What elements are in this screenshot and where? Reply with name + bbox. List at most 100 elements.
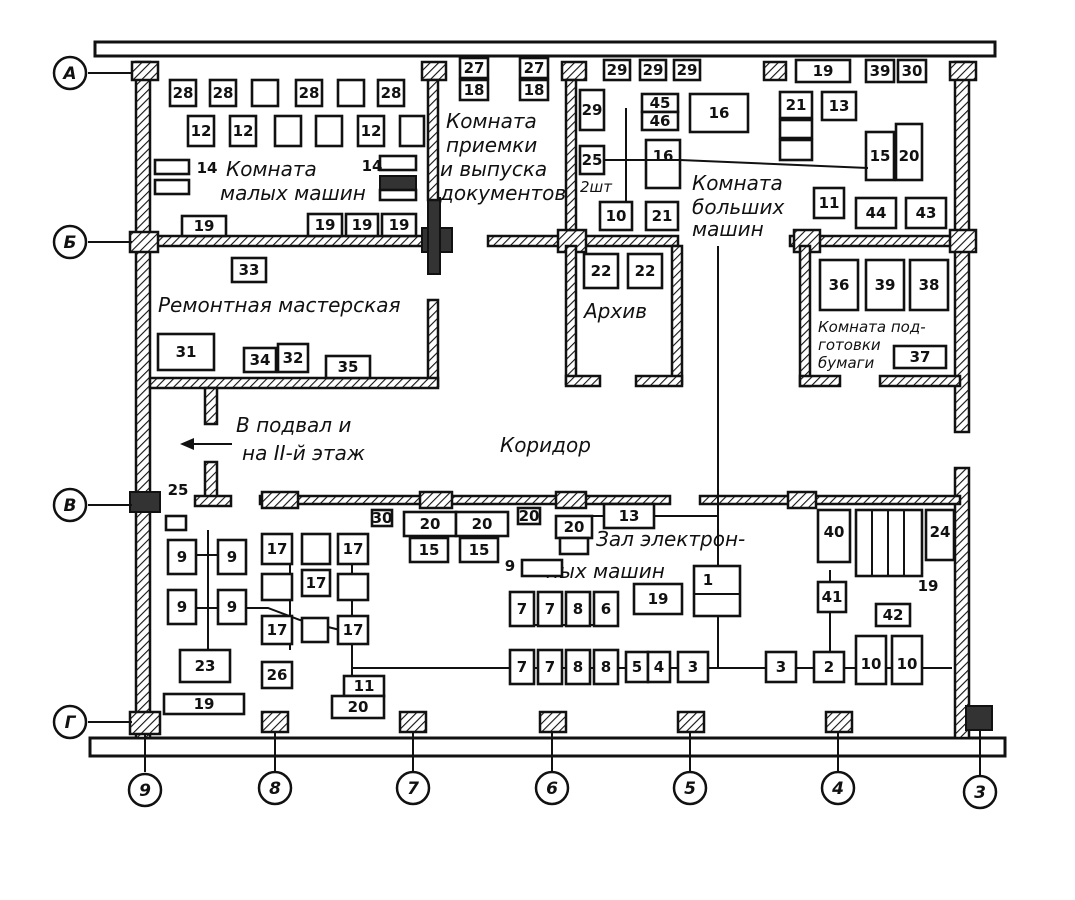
box-38 <box>908 258 950 312</box>
label-docs-3: и выпуска <box>440 157 547 181</box>
svg-text:23: 23 <box>195 657 216 675</box>
column-g-8 <box>260 710 290 734</box>
label-docs-2: приемки <box>446 133 537 157</box>
label-large-3: машин <box>692 217 764 241</box>
label-paper-1: Комната под- <box>818 318 926 336</box>
svg-text:44: 44 <box>866 204 887 222</box>
box-39-top <box>864 58 896 84</box>
svg-text:18: 18 <box>464 81 485 99</box>
box-34 <box>242 346 278 374</box>
column-a-mid3 <box>762 60 788 82</box>
svg-text:28: 28 <box>213 84 234 102</box>
label-docs-1: Комната <box>446 109 537 133</box>
svg-text:19: 19 <box>648 590 669 608</box>
box-18-1 <box>458 78 490 102</box>
archive-left-wall <box>564 244 578 386</box>
box-29-1 <box>602 58 632 82</box>
box-19-big <box>794 58 852 84</box>
axis-label-6: 6 <box>546 779 558 799</box>
box-1 <box>692 564 742 618</box>
box-21-stack-b <box>778 118 814 140</box>
svg-text:9: 9 <box>227 598 237 616</box>
top-outer-wall <box>93 40 997 58</box>
box-44 <box>854 196 898 230</box>
wall-b-left <box>148 234 442 248</box>
bottom-outer-wall <box>88 736 1007 758</box>
svg-text:1: 1 <box>703 571 713 589</box>
svg-text:34: 34 <box>250 351 271 369</box>
svg-text:19: 19 <box>194 695 215 713</box>
label-large-1: Комната <box>692 171 783 195</box>
svg-text:10: 10 <box>606 207 627 225</box>
svg-text:13: 13 <box>619 507 640 525</box>
svg-text:14: 14 <box>362 157 383 175</box>
svg-text:36: 36 <box>829 276 850 294</box>
svg-text:24: 24 <box>930 523 951 541</box>
box-19-3 <box>344 212 380 238</box>
column-g-5 <box>676 710 706 734</box>
box-19-2 <box>306 212 344 238</box>
column-g-9 <box>128 710 162 736</box>
svg-text:13: 13 <box>829 97 850 115</box>
box-28-2 <box>208 78 238 108</box>
box-8-2 <box>564 648 592 686</box>
box-10-top <box>598 200 634 232</box>
box-17-5 <box>336 614 370 646</box>
column-b-3 <box>948 228 978 254</box>
svg-text:28: 28 <box>381 84 402 102</box>
box-9-4 <box>216 588 248 626</box>
column-g-4 <box>824 710 854 734</box>
svg-text:7: 7 <box>517 658 527 676</box>
svg-text:29: 29 <box>677 61 698 79</box>
axis-label-5: 5 <box>684 779 696 799</box>
svg-text:39: 39 <box>870 62 891 80</box>
cable-large-room-2 <box>604 159 869 169</box>
box-empty-17d <box>300 616 330 644</box>
axis-label-b: Б <box>64 233 77 253</box>
corridor-stub-base <box>193 494 233 508</box>
box-19-hall-left <box>162 692 246 716</box>
box-21-stack-c <box>778 138 814 162</box>
label-hall-2: ных машин <box>546 559 665 583</box>
box-17-3 <box>300 568 332 598</box>
box-27-1 <box>458 56 490 80</box>
column-g-7 <box>398 710 428 734</box>
svg-text:17: 17 <box>267 621 288 639</box>
box-28-3 <box>294 78 324 108</box>
box-12-1 <box>186 114 216 148</box>
svg-text:31: 31 <box>176 343 197 361</box>
svg-text:8: 8 <box>573 658 583 676</box>
box-18-2 <box>518 78 550 102</box>
box-43 <box>904 196 948 230</box>
svg-text:27: 27 <box>464 59 485 77</box>
box-39 <box>864 258 906 312</box>
svg-text:20: 20 <box>899 147 920 165</box>
svg-text:35: 35 <box>338 358 359 376</box>
svg-text:9: 9 <box>227 548 237 566</box>
label-archive: Архив <box>582 299 647 323</box>
box-2 <box>812 650 846 684</box>
box-22-2 <box>626 252 664 290</box>
box-empty-17a <box>300 532 332 566</box>
box-28-1 <box>168 78 198 108</box>
box-10-1 <box>854 634 888 686</box>
axis-label-8: 8 <box>269 779 281 799</box>
svg-text:29: 29 <box>607 61 628 79</box>
svg-text:21: 21 <box>786 96 807 114</box>
svg-text:14: 14 <box>197 159 218 177</box>
axis-number-markers: 9 8 7 6 5 4 3 <box>127 730 998 810</box>
svg-text:3: 3 <box>688 658 698 676</box>
box-16-big <box>688 92 750 134</box>
box-15-a <box>408 536 450 564</box>
box-21-top <box>644 200 680 232</box>
label-corridor: Коридор <box>500 433 591 457</box>
axis-label-7: 7 <box>407 779 419 799</box>
box-14-right-b <box>379 175 417 191</box>
box-13-top <box>820 90 858 122</box>
left-wall <box>134 60 152 740</box>
svg-text:19: 19 <box>389 216 410 234</box>
box-40 <box>816 508 852 564</box>
column-v-9 <box>129 491 161 513</box>
label-repair: Ремонтная мастерская <box>158 293 401 317</box>
